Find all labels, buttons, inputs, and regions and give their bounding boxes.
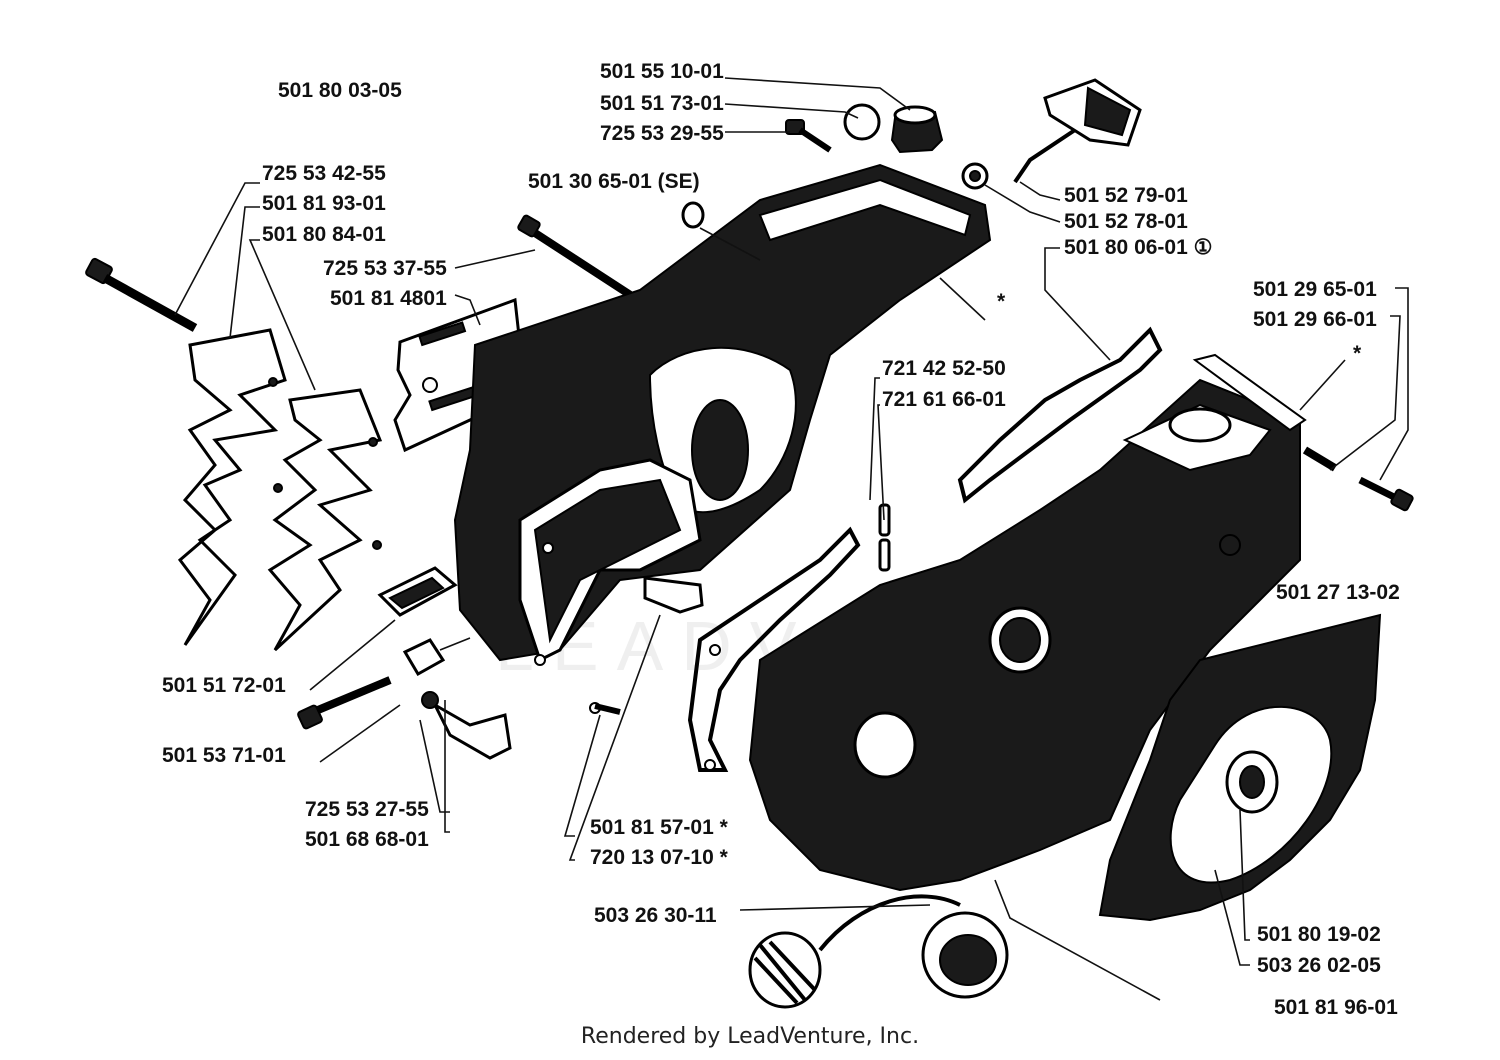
label-725-53-27-55: 725 53 27-55 (305, 798, 429, 821)
label-501-81-4801: 501 81 4801 (330, 287, 447, 310)
label-501-81-93-01: 501 81 93-01 (262, 192, 386, 215)
cylinder-pins (878, 503, 891, 572)
asterisk-marker: * (1353, 342, 1362, 365)
label-501-29-66-01: 501 29 66-01 (1253, 308, 1377, 331)
bolt-middle (517, 214, 638, 302)
label-725-53-37-55: 725 53 37-55 (323, 257, 447, 280)
label-721-61-66-01: 721 61 66-01 (882, 388, 1006, 411)
chain-guard-plates (177, 328, 383, 652)
label-501-80-19-02: 501 80 19-02 (1257, 923, 1381, 946)
label-721-42-52-50: 721 42 52-50 (882, 357, 1006, 380)
label-501-80-06-01: 501 80 06-01 ① (1064, 236, 1212, 259)
label-501-80-84-01: 501 80 84-01 (262, 223, 386, 246)
starter-cover (1098, 613, 1382, 922)
leader-lines (174, 77, 1409, 1001)
label-501-55-10-01: 501 55 10-01 (600, 60, 724, 83)
label-501-68-68-01: 501 68 68-01 (305, 828, 429, 851)
gasket-middle (687, 326, 1163, 772)
label-503-26-30-11: 503 26 30-11 (594, 904, 717, 927)
bar-plate (393, 297, 522, 453)
label-501-51-73-01: 501 51 73-01 (600, 92, 724, 115)
small-bracket (377, 566, 704, 617)
asterisk-marker: * (997, 290, 1006, 313)
label-725-53-29-55: 725 53 29-55 (600, 122, 724, 145)
label-501-52-78-01: 501 52 78-01 (1064, 210, 1188, 233)
top-caps (681, 103, 944, 229)
footer-credit: Rendered by LeadVenture, Inc. (580, 1024, 920, 1049)
label-503-26-02-05: 503 26 02-05 (1257, 954, 1381, 977)
label-725-53-42-55: 725 53 42-55 (262, 162, 386, 185)
tensioner-screw (297, 638, 621, 760)
bolt-left (85, 257, 198, 332)
label-501-53-71-01: 501 53 71-01 (162, 744, 286, 767)
label-501-80-03-05: 501 80 03-05 (278, 79, 402, 102)
throttle-lever (961, 78, 1142, 190)
label-501-81-96-01: 501 81 96-01 (1274, 996, 1398, 1019)
label-501-27-13-02: 501 27 13-02 (1276, 581, 1400, 604)
label-501-29-65-01: 501 29 65-01 (1253, 278, 1377, 301)
label-720-13-07-10: 720 13 07-10 * (590, 846, 729, 869)
label-501-52-79-01: 501 52 79-01 (1064, 184, 1188, 207)
bolt-right (1302, 446, 1414, 512)
label-501-81-57-01: 501 81 57-01 * (590, 816, 729, 839)
label-501-30-65-01: 501 30 65-01 (SE) (528, 170, 700, 193)
part-labels: 501 80 03-05 501 55 10-01 501 51 73-01 7… (162, 60, 1400, 1019)
label-501-51-72-01: 501 51 72-01 (162, 674, 286, 697)
crankcase-left (453, 163, 992, 666)
fuel-cap (748, 894, 1009, 1009)
crankcase-right (748, 353, 1307, 892)
